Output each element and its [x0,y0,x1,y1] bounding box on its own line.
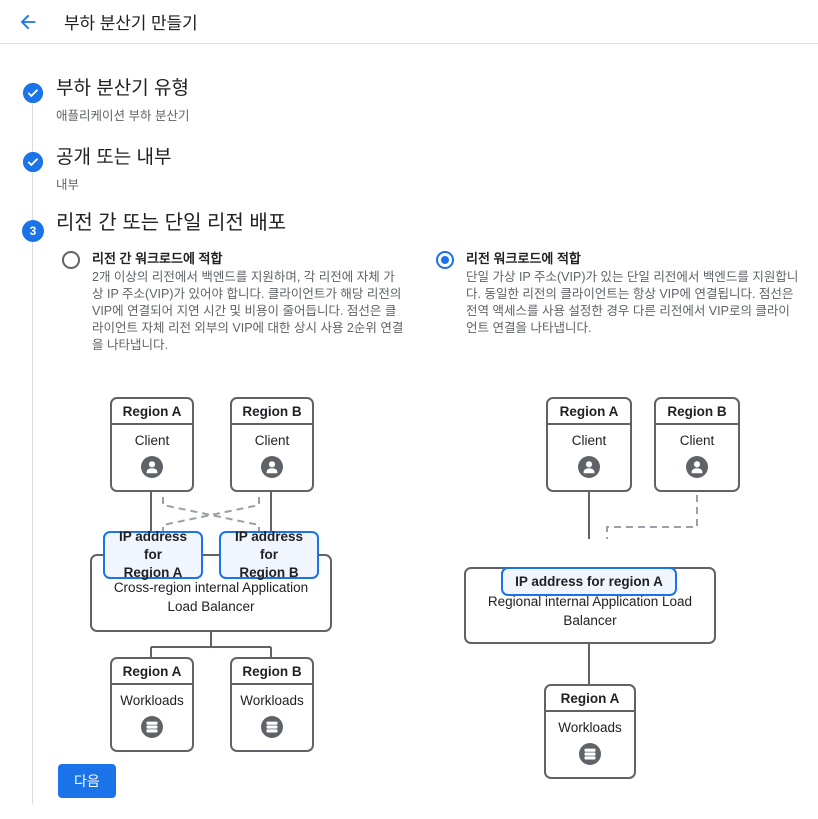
node-body: Client [548,425,630,490]
node-role-label: Client [571,433,607,448]
node-body: Client [656,425,738,490]
single-region-architecture-diagram: Region A Client Region B Client [462,349,742,779]
step-complete-icon-2 [22,151,44,173]
node-region-label: Region A [546,686,634,712]
step-1-title: 부하 분산기 유형 [56,78,189,99]
step-1-summary: 애플리케이션 부하 분산기 [56,109,190,123]
arrow-left-icon [17,11,39,33]
node-region-label: Region A [112,659,192,685]
page-header: 부하 분산기 만들기 [0,0,818,44]
next-button[interactable]: 다음 [58,764,116,798]
load-balancer-label: Regional internal Application Load Balan… [487,594,693,628]
node-region-label: Region A [112,399,192,425]
node-region-label: Region B [232,399,312,425]
node-region-label: Region B [656,399,738,425]
radio-cross-region[interactable] [62,251,80,269]
step-number-badge-3: 3 [22,220,44,242]
database-icon [578,742,602,766]
node-body: Workloads [112,685,192,750]
node-role-label: Client [679,433,715,448]
node-workloads-region-a: Region A Workloads [544,684,636,779]
ip-address-box-region-b: IP address for Region B [219,529,319,580]
node-client-region-b: Region B Client [230,397,314,492]
node-role-label: Workloads [558,720,622,735]
node-body: Workloads [232,685,312,750]
node-body: Workloads [546,712,634,777]
ip-address-label-a: IP address for Region A [118,529,188,580]
option-single-region-label: 리전 워크로드에 적합 [466,251,581,266]
database-icon [140,715,164,739]
person-icon [577,455,601,479]
radio-single-region[interactable] [436,251,454,269]
ip-address-label: IP address for region A [515,573,663,589]
person-icon [260,455,284,479]
step-2-summary: 내부 [56,178,80,192]
node-region-label: Region B [232,659,312,685]
step-complete-icon-1 [22,82,44,104]
node-role-label: Client [134,433,170,448]
node-body: Client [232,425,312,490]
database-icon [260,715,284,739]
person-icon [140,455,164,479]
stepper-rail-2 [32,173,33,221]
person-icon [685,455,709,479]
page-title: 부하 분산기 만들기 [64,14,198,33]
cross-region-architecture-diagram: Region A Client Region B Client [88,349,348,752]
step-number-3: 3 [29,224,37,238]
node-client-region-a: Region A Client [546,397,632,492]
load-balancer-label: Cross-region internal Application Load B… [113,580,309,614]
step-3-title: 리전 간 또는 단일 리전 배포 [56,212,287,234]
node-role-label: Workloads [120,693,184,708]
check-circle-icon [22,82,44,104]
node-workloads-region-b: Region B Workloads [230,657,314,752]
node-role-label: Workloads [240,693,304,708]
ip-address-box-region-a: IP address for region A [501,567,677,596]
node-client-region-b: Region B Client [654,397,740,492]
ip-address-label-b: IP address for Region B [234,529,304,580]
node-body: Client [112,425,192,490]
ip-address-box-region-a: IP address for Region A [103,529,203,580]
node-client-region-a: Region A Client [110,397,194,492]
check-circle-icon [22,151,44,173]
step-2-title: 공개 또는 내부 [56,147,172,168]
stepper-rail-1 [32,104,33,152]
option-cross-region-description: 2개 이상의 리전에서 백엔드를 지원하며, 각 리전에 자체 가상 IP 주소… [92,270,404,352]
back-button[interactable] [8,2,48,42]
option-single-region-description: 단일 가상 IP 주소(VIP)가 있는 단일 리전에서 백엔드를 지원합니다.… [466,270,799,335]
stepper-rail-3 [32,242,33,804]
node-role-label: Client [254,433,290,448]
node-region-label: Region A [548,399,630,425]
option-cross-region-label: 리전 간 워크로드에 적합 [92,251,223,266]
create-load-balancer-stepper: 부하 분산기 유형 애플리케이션 부하 분산기 공개 또는 내부 내부 3 리전… [0,44,818,819]
node-workloads-region-a: Region A Workloads [110,657,194,752]
